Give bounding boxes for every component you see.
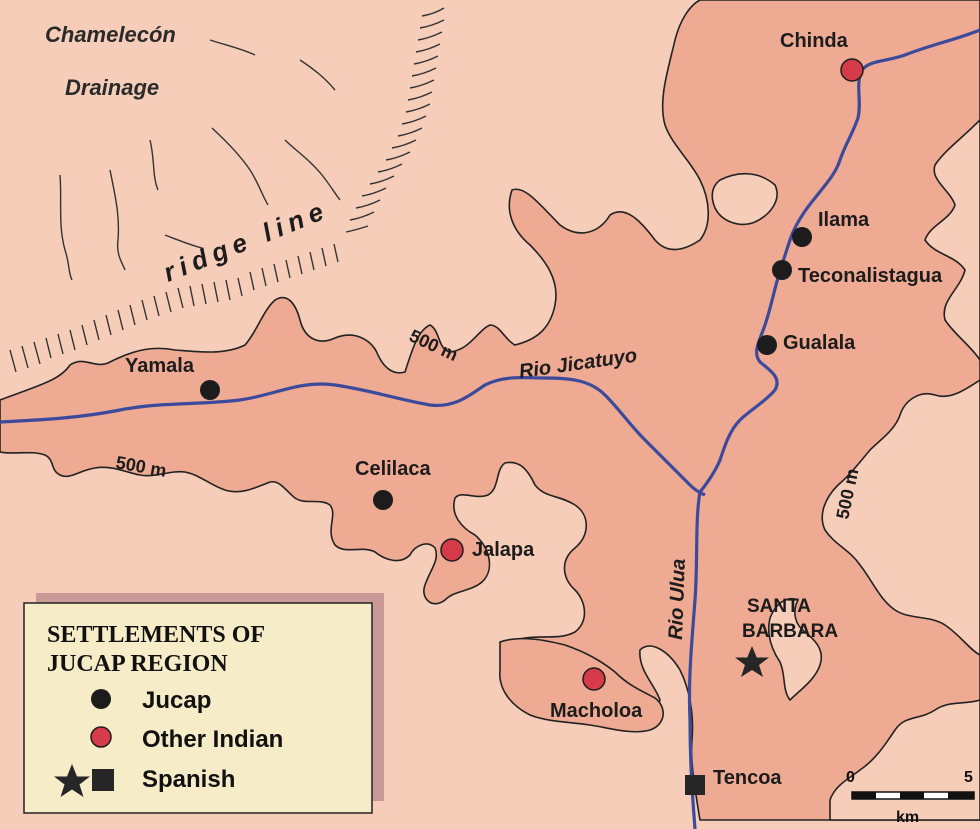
settlement-label: Yamala xyxy=(125,355,195,377)
scale-end-label: 5 xyxy=(964,769,973,786)
jucap-marker xyxy=(792,227,812,247)
scale-bar: 0 5 km xyxy=(846,769,975,826)
region-label-chamelecon: Chamelecón xyxy=(45,22,176,47)
ridge-hatching xyxy=(9,7,445,373)
highland-island-south xyxy=(829,699,980,821)
settlement-gualala: Gualala xyxy=(757,332,856,355)
jucap-marker xyxy=(772,260,792,280)
spanish-square-marker xyxy=(685,775,705,795)
legend-item-other-indian: Other Indian xyxy=(142,726,283,753)
settlement-chinda: Chinda xyxy=(780,30,864,82)
other-indian-marker xyxy=(840,58,864,82)
settlement-label: Chinda xyxy=(780,30,849,52)
settlement-teconalistagua: Teconalistagua xyxy=(772,260,943,287)
settlement-label: Celilaca xyxy=(355,458,431,480)
legend-star-icon xyxy=(54,764,90,797)
highland-island-center xyxy=(767,598,823,702)
settlement-ilama: Ilama xyxy=(792,209,870,247)
legend-item-jucap: Jucap xyxy=(142,687,211,714)
highland-island-north xyxy=(711,172,778,226)
settlement-celilaca: Celilaca xyxy=(355,458,431,510)
other-indian-marker xyxy=(440,538,464,562)
river-jicatuyo-path xyxy=(0,375,706,497)
jucap-marker xyxy=(757,335,777,355)
settlement-label: Tencoa xyxy=(713,767,782,789)
legend-jucap-dot xyxy=(91,689,111,709)
lowland-area-macholoa xyxy=(499,637,664,733)
scale-unit-label: km xyxy=(896,809,919,826)
settlement-label: Teconalistagua xyxy=(798,265,943,287)
spanish-star-marker xyxy=(735,646,769,677)
settlement-jalapa: Jalapa xyxy=(440,538,535,562)
settlement-label: Gualala xyxy=(783,332,856,354)
highland-island-southeast xyxy=(821,379,980,656)
legend-item-spanish: Spanish xyxy=(142,766,235,793)
drainage-streams xyxy=(59,39,341,281)
settlement-macholoa: Macholoa xyxy=(550,667,643,722)
legend: SETTLEMENTS OF JUCAP REGION Jucap Other … xyxy=(23,593,384,814)
legend-title-line2: JUCAP REGION xyxy=(47,651,228,677)
settlement-label-line1: SANTA xyxy=(747,596,811,617)
scale-bar-segment xyxy=(852,792,876,799)
jucap-marker xyxy=(200,380,220,400)
settlement-label-line2: BARBARA xyxy=(742,621,838,642)
highland-island-east xyxy=(924,118,980,362)
settlement-santa-barbara: SANTA BARBARA xyxy=(735,596,838,677)
legend-other-indian-dot xyxy=(90,726,112,748)
river-label-ulua: Rio Ulua xyxy=(665,558,690,640)
settlement-tencoa: Tencoa xyxy=(685,767,782,795)
scale-bar-segment xyxy=(900,792,924,799)
jucap-marker xyxy=(373,490,393,510)
other-indian-marker xyxy=(582,667,606,691)
legend-title-line1: SETTLEMENTS OF xyxy=(47,622,265,648)
settlement-label: Macholoa xyxy=(550,700,643,722)
region-label-drainage: Drainage xyxy=(65,75,159,100)
legend-square-icon xyxy=(92,769,114,791)
settlement-label: Jalapa xyxy=(472,539,535,561)
scale-start-label: 0 xyxy=(846,769,855,786)
settlement-label: Ilama xyxy=(818,209,870,231)
scale-bar-segment xyxy=(948,792,974,799)
settlement-yamala: Yamala xyxy=(125,355,220,400)
